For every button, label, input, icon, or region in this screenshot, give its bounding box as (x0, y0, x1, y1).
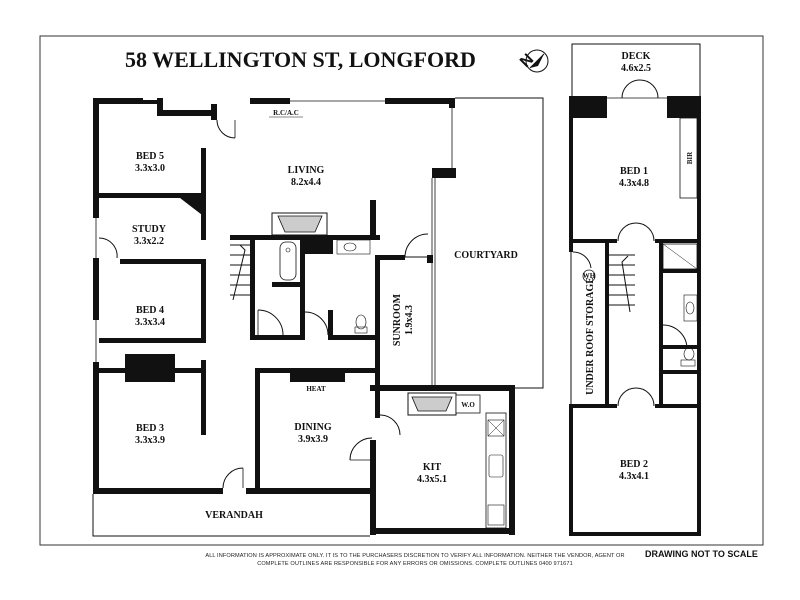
svg-text:3.3x3.0: 3.3x3.0 (135, 163, 165, 174)
drawing-frame (39, 35, 764, 546)
svg-text:3.3x3.9: 3.3x3.9 (135, 435, 165, 446)
svg-text:BED 2: BED 2 (620, 459, 648, 470)
heat-label: HEAT (306, 385, 326, 393)
svg-text:BED 4: BED 4 (136, 305, 164, 316)
room-courtyard: COURTYARD (454, 250, 518, 261)
svg-text:SUNROOM: SUNROOM (392, 293, 403, 346)
svg-text:STUDY: STUDY (132, 224, 167, 235)
svg-text:COURTYARD: COURTYARD (454, 250, 518, 261)
room-under-roof-storage: UNDER ROOF STORAGE (585, 277, 596, 395)
svg-text:KIT: KIT (423, 462, 442, 473)
north-letter: N (517, 51, 537, 71)
room-kitchen: KIT 4.3x5.1 (417, 462, 447, 485)
wo-label: W.O (461, 401, 475, 409)
water-heater-icon (582, 269, 596, 283)
room-deck: DECK 4.6x2.5 (621, 51, 651, 74)
svg-text:BED 5: BED 5 (136, 151, 164, 162)
detached-wing (569, 43, 701, 536)
main-house (92, 97, 544, 537)
svg-text:3.3x2.2: 3.3x2.2 (134, 236, 164, 247)
svg-text:VERANDAH: VERANDAH (205, 510, 263, 521)
svg-text:1.9x4.3: 1.9x4.3 (404, 305, 415, 335)
north-arrow-icon: N (517, 49, 549, 73)
svg-text:4.3x4.1: 4.3x4.1 (619, 471, 649, 482)
room-bed-5: BED 5 3.3x3.0 (135, 151, 165, 174)
svg-text:4.3x5.1: 4.3x5.1 (417, 474, 447, 485)
svg-text:8.2x4.4: 8.2x4.4 (291, 177, 321, 188)
disclaimer: ALL INFORMATION IS APPROXIMATE ONLY. IT … (205, 553, 625, 567)
svg-text:BED 1: BED 1 (620, 166, 648, 177)
room-bed-1: BED 1 4.3x4.8 (619, 166, 649, 189)
room-bed-3: BED 3 3.3x3.9 (135, 423, 165, 446)
svg-text:DINING: DINING (294, 422, 331, 433)
room-sunroom: SUNROOM 1.9x4.3 (392, 293, 415, 346)
svg-text:4.6x2.5: 4.6x2.5 (621, 63, 651, 74)
svg-text:BED 3: BED 3 (136, 423, 164, 434)
room-living: LIVING 8.2x4.4 (288, 165, 325, 188)
room-bed-4: BED 4 3.3x3.4 (135, 305, 165, 328)
room-dining: DINING 3.9x3.9 (294, 422, 331, 445)
room-verandah: VERANDAH (205, 510, 263, 521)
rcac-label: R.C/A.C (273, 109, 299, 117)
plan-title: 58 WELLINGTON ST, LONGFORD (125, 47, 476, 72)
room-study: STUDY 3.3x2.2 (132, 224, 167, 247)
svg-text:DECK: DECK (622, 51, 651, 62)
svg-text:3.9x3.9: 3.9x3.9 (298, 434, 328, 445)
scale-note: DRAWING NOT TO SCALE (645, 549, 758, 559)
wh-label: WH (583, 272, 596, 280)
room-bed-2: BED 2 4.3x4.1 (619, 459, 649, 482)
bir-label: BIR (686, 151, 694, 164)
svg-text:UNDER ROOF STORAGE: UNDER ROOF STORAGE (585, 277, 596, 395)
svg-text:LIVING: LIVING (288, 165, 325, 176)
svg-text:3.3x3.4: 3.3x3.4 (135, 317, 165, 328)
svg-text:4.3x4.8: 4.3x4.8 (619, 178, 649, 189)
